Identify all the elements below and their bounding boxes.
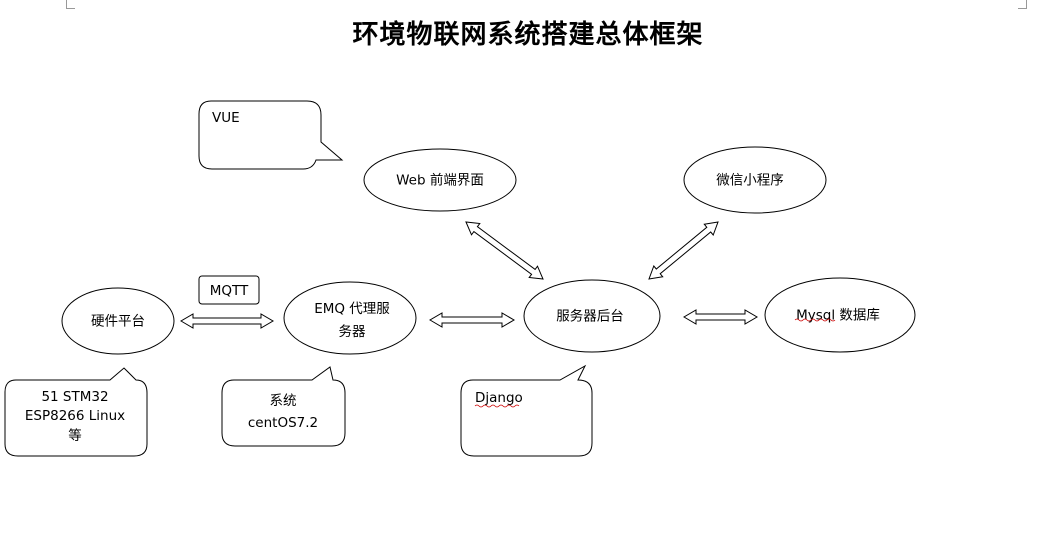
node-server-backend-label: 服务器后台: [556, 309, 624, 325]
node-hardware-platform: 硬件平台: [61, 287, 175, 355]
node-web-frontend: Web 前端界面: [363, 148, 517, 212]
callout-django: Django: [460, 364, 593, 457]
mqtt-label: MQTT: [198, 275, 260, 305]
callout-hardware-line3: 等: [68, 427, 82, 444]
node-web-frontend-label: Web 前端界面: [396, 172, 484, 189]
node-hardware-platform-label: 硬件平台: [91, 314, 145, 330]
callout-system-line2: centOS7.2: [248, 415, 318, 431]
spellcheck-underline: [794, 318, 836, 322]
arrow-hardware-emq: [180, 313, 274, 329]
arrow-web-server: [465, 221, 544, 280]
callout-vue-text: VUE: [212, 110, 240, 126]
callout-django-text: Django: [475, 390, 523, 406]
node-emq-broker: EMQ 代理服 务器: [283, 281, 417, 355]
arrow-emq-server: [429, 312, 515, 328]
callout-hardware-line1: 51 STM32: [41, 389, 108, 405]
corner-mark-right: [1018, 0, 1027, 9]
arrow-wechat-server: [648, 221, 719, 280]
node-mysql-database: Mysql 数据库: [764, 277, 916, 353]
callout-system-line1: 系统: [270, 393, 297, 409]
node-emq-broker-label-line1: EMQ 代理服: [314, 301, 390, 317]
node-emq-broker-label-line2: 务器: [339, 324, 366, 340]
callout-hardware: 51 STM32 ESP8266 Linux 等: [4, 367, 148, 457]
corner-mark-left: [66, 0, 75, 9]
node-wechat-miniprogram: 微信小程序: [683, 146, 827, 214]
diagram-title: 环境物联网系统搭建总体框架: [352, 20, 704, 50]
node-server-backend: 服务器后台: [523, 279, 661, 353]
connection-arrows: [180, 221, 758, 329]
arrow-server-mysql: [683, 309, 758, 325]
spellcheck-underline: [474, 404, 520, 408]
callout-vue: VUE: [198, 100, 344, 170]
callout-hardware-line2: ESP8266 Linux: [25, 408, 125, 424]
node-wechat-miniprogram-label: 微信小程序: [716, 173, 784, 189]
node-mysql-database-label: Mysql 数据库: [796, 308, 880, 324]
mqtt-label-text: MQTT: [210, 283, 249, 299]
callout-system: 系统 centOS7.2: [221, 366, 346, 447]
